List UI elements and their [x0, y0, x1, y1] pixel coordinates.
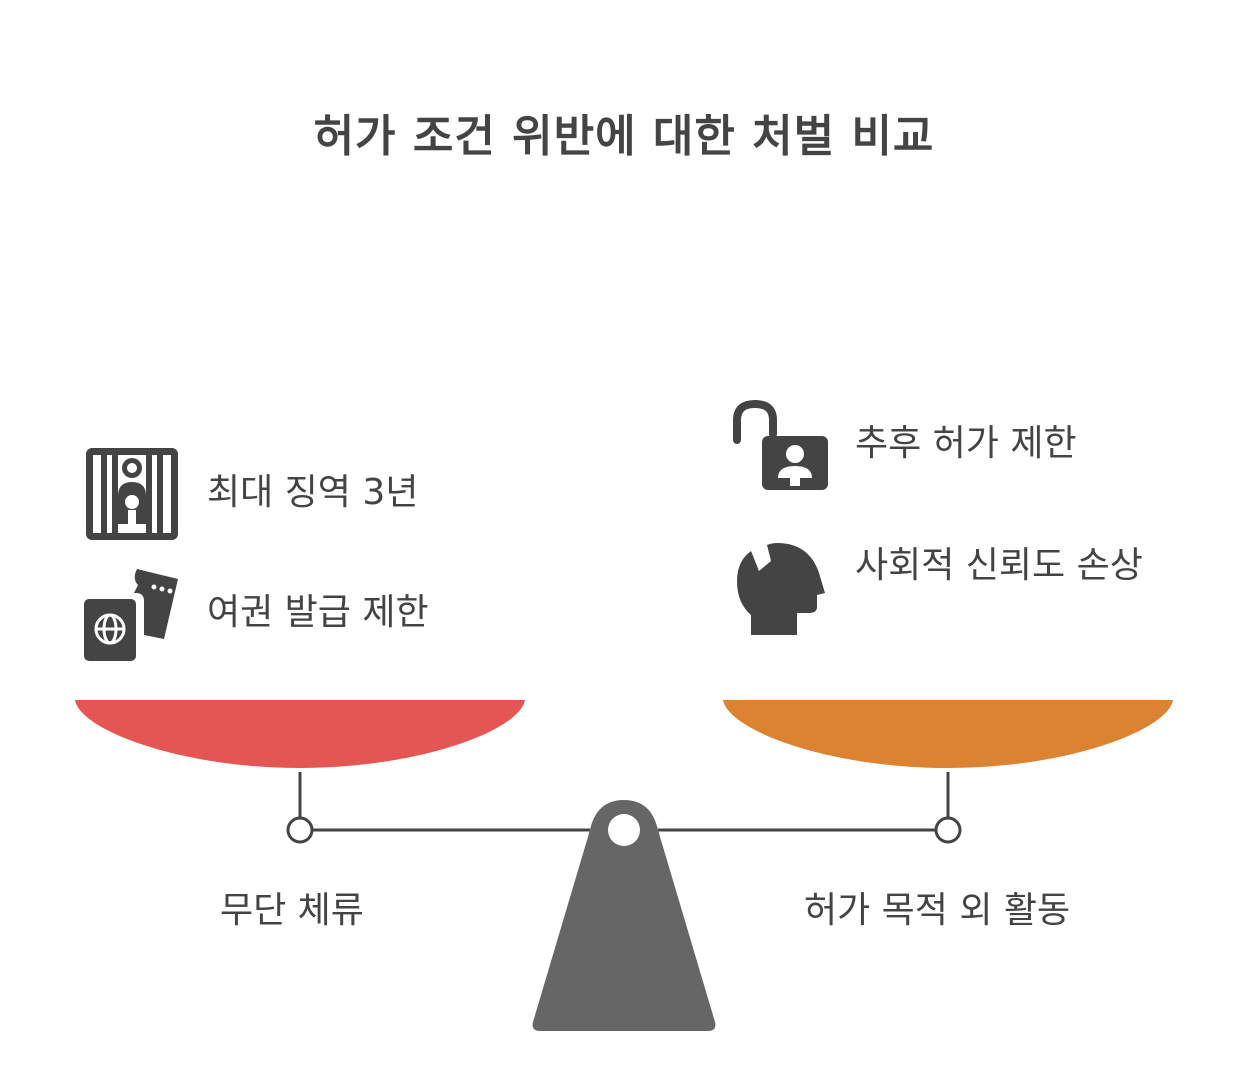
- left-pivot: [286, 816, 314, 844]
- passport-ticket-icon: [82, 565, 182, 663]
- left-category-label: 무단 체류: [220, 890, 364, 931]
- right-category-label: 허가 목적 외 활동: [804, 890, 1071, 931]
- left-pan: [75, 700, 525, 768]
- right-pivot: [934, 816, 962, 844]
- left-item-label-1: 최대 징역 3년: [207, 472, 419, 513]
- unlocked-padlock-person-icon: [730, 398, 830, 492]
- diagram-title: 허가 조건 위반에 대한 처벌 비교: [313, 111, 935, 162]
- left-item-label-2: 여권 발급 제한: [207, 592, 429, 633]
- right-pan: [723, 700, 1173, 768]
- broken-head-icon: [737, 541, 825, 637]
- fulcrum-hole: [608, 814, 640, 846]
- right-item-label-1: 추후 허가 제한: [855, 423, 1077, 464]
- fulcrum: [532, 800, 716, 1031]
- prisoner-bars-icon: [84, 446, 180, 542]
- right-item-label-2: 사회적 신뢰도 손상: [855, 545, 1143, 586]
